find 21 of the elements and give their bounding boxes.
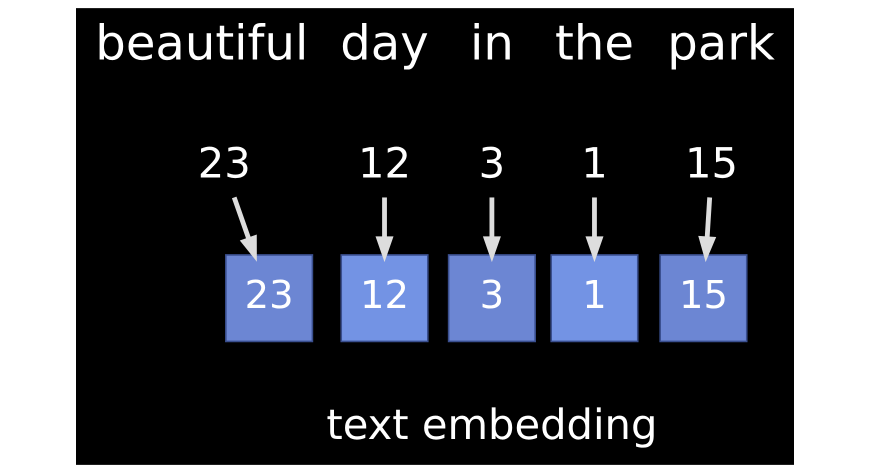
arrow <box>232 196 257 262</box>
node-text: 15 <box>684 138 738 188</box>
node-box: 3 <box>448 254 536 342</box>
node-text: 12 <box>358 138 412 188</box>
node-box: 12 <box>340 254 429 342</box>
node-text: 23 <box>198 138 251 188</box>
node-text: 3 <box>478 138 506 188</box>
arrow <box>585 197 604 262</box>
label: park <box>667 15 775 72</box>
arrow <box>482 197 501 262</box>
label: in <box>470 15 514 72</box>
arrow <box>376 197 394 262</box>
label: day <box>340 15 429 72</box>
label: text embedding <box>326 400 658 449</box>
node-text: 1 <box>581 138 608 188</box>
arrow <box>698 197 716 262</box>
node-box: 23 <box>225 254 314 342</box>
node-box: 1 <box>550 254 639 342</box>
label: beautiful <box>95 15 308 72</box>
label: the <box>555 15 634 72</box>
node-box: 15 <box>659 254 748 342</box>
